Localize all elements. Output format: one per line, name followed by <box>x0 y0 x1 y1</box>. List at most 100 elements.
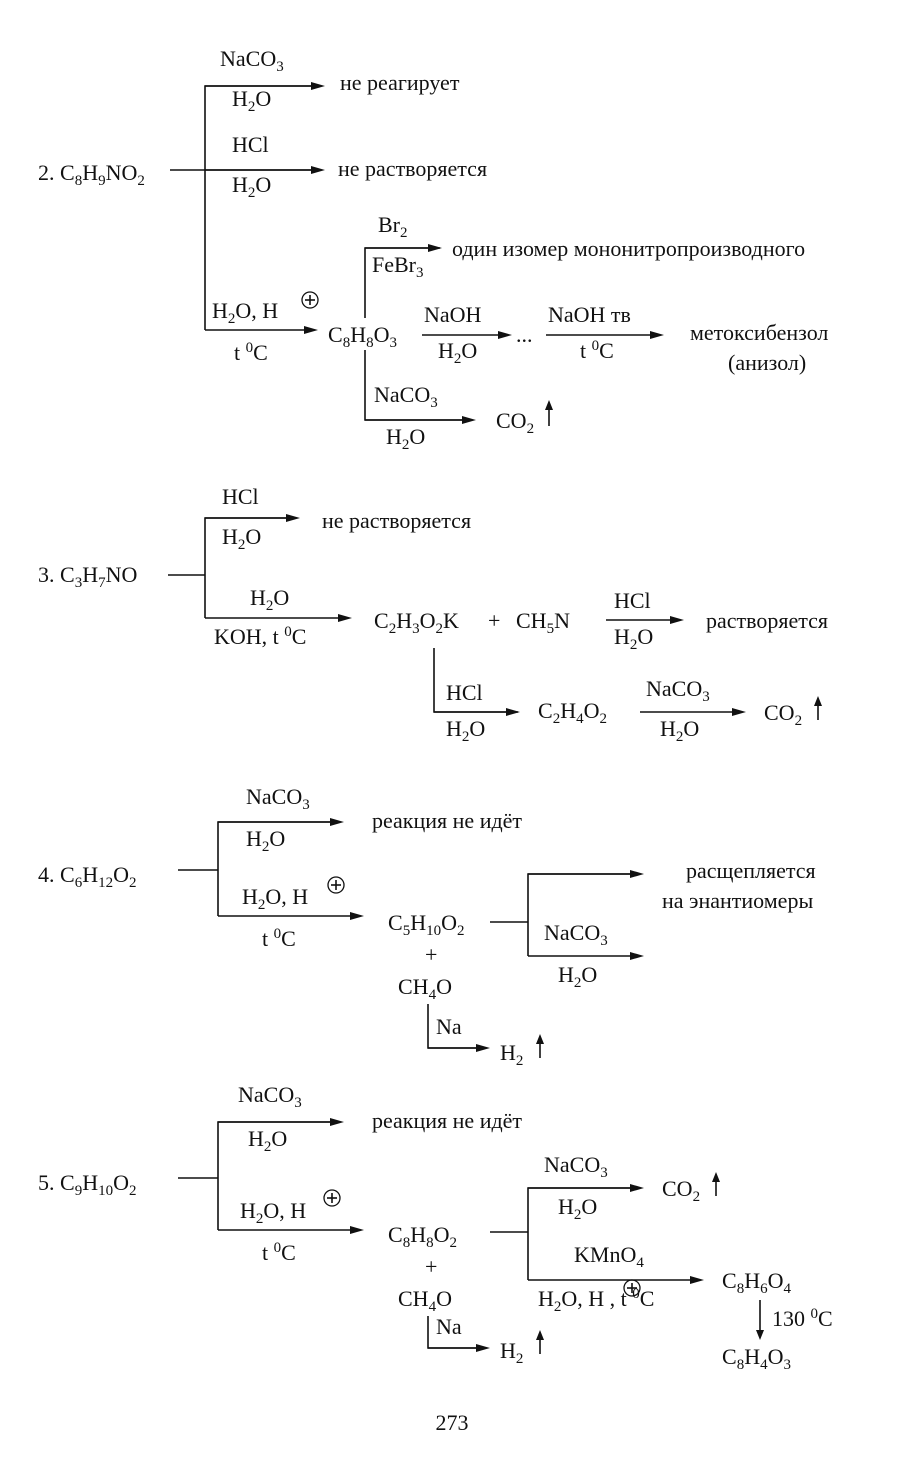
scheme-5-na-result: H2​ <box>500 1338 523 1367</box>
scheme-3-reagent-d-bottom: H2​O <box>446 716 485 745</box>
arrowhead-icon <box>330 1118 344 1126</box>
scheme-2-reagent-1-bottom: H2​O <box>232 86 271 115</box>
scheme-2-mid-reagent-1-bottom: H2​O <box>438 338 477 367</box>
scheme-3-reagent-c-bottom: H2​O <box>614 624 653 653</box>
scheme-4-na-result: H2​ <box>500 1040 523 1069</box>
scheme-3-reagent-d-top: HCl <box>446 680 483 705</box>
scheme-4-product-a: C5​H10​O2​ <box>388 910 464 939</box>
scheme-5-split-result-2: C8​H6​O4​ <box>722 1268 791 1297</box>
arrowhead-icon <box>428 244 442 252</box>
scheme-2-reagent-2-top: HCl <box>232 132 269 157</box>
arrowhead-icon <box>311 166 325 174</box>
scheme-3-start-compound: 3. C3​H7​NO <box>38 562 137 591</box>
scheme-2-result-1: не реагирует <box>340 70 460 95</box>
scheme-3-product-b: CH5​N <box>516 608 570 637</box>
scheme-5-heat-label: 130 0​C <box>772 1306 833 1331</box>
scheme-5-split-reagent-1-bottom: H2​O <box>558 1194 597 1223</box>
scheme-5-split-reagent-2-top: KMnO4​ <box>574 1242 644 1271</box>
scheme-2-ellipsis: ... <box>516 322 533 347</box>
down-arrow-icon <box>756 1330 764 1340</box>
scheme-5-product-a: C8​H8​O2​ <box>388 1222 457 1251</box>
scheme-3-reagent-e-top: NaCO3​ <box>646 676 710 705</box>
scheme-4-reagent-1-top: NaCO3​ <box>246 784 310 813</box>
scheme-2-reagent-2-bottom: H2​O <box>232 172 271 201</box>
scheme-lines <box>168 82 822 1354</box>
page-number: 273 <box>436 1410 469 1435</box>
arrowhead-icon <box>498 331 512 339</box>
scheme-2-result-2: не растворяется <box>338 156 487 181</box>
scheme-2-reagent-1-top: NaCO3​ <box>220 46 284 75</box>
scheme-labels: 2. C8​H9​NO2​NaCO3​H2​Oне реагируетHClH2… <box>38 46 833 1435</box>
arrowhead-icon <box>462 416 476 424</box>
scheme-3-reagent-c-top: HCl <box>614 588 651 613</box>
scheme-2-mid-result-line-2: (анизол) <box>728 350 806 375</box>
scheme-4-split-reagent-top: NaCO3​ <box>544 920 608 949</box>
up-arrow-icon <box>536 1330 544 1340</box>
scheme-5-split-reagent-2-bottom: H2​O, H , t 0​C <box>538 1286 654 1315</box>
arrowhead-icon <box>506 708 520 716</box>
arrowhead-icon <box>338 614 352 622</box>
arrowhead-icon <box>690 1276 704 1284</box>
scheme-5-reagent-2-bottom: t 0​C <box>262 1240 296 1265</box>
scheme-2-start-compound: 2. C8​H9​NO2​ <box>38 160 145 189</box>
scheme-2-down-reagent-bottom: H2​O <box>386 424 425 453</box>
scheme-3-reagent-1-bottom: H2​O <box>222 524 261 553</box>
scheme-5-na-reagent: Na <box>436 1314 462 1339</box>
scheme-3-product-a: C2​H3​O2​K <box>374 608 459 637</box>
up-arrow-icon <box>545 400 553 410</box>
scheme-4-split-reagent-bottom: H2​O <box>558 962 597 991</box>
scheme-4-split-result-line-1: расщепляется <box>686 858 816 883</box>
arrowhead-icon <box>330 818 344 826</box>
scheme-2-down-reagent-top: NaCO3​ <box>374 382 438 411</box>
arrowhead-icon <box>350 912 364 920</box>
scheme-4-result-1: реакция не идёт <box>372 808 522 833</box>
arrowhead-icon <box>650 331 664 339</box>
scheme-3-result-1: не растворяется <box>322 508 471 533</box>
arrowhead-icon <box>670 616 684 624</box>
arrowhead-icon <box>304 326 318 334</box>
scheme-5-reagent-1-bottom: H2​O <box>248 1126 287 1155</box>
scheme-3-reagent-2-top: H2​O <box>250 585 289 614</box>
scheme-3-reagent-1-top: HCl <box>222 484 259 509</box>
arrowhead-icon <box>732 708 746 716</box>
scheme-2-up-reagent-top: Br2​ <box>378 212 408 241</box>
h-plus-circle-icon <box>327 876 345 894</box>
scheme-4-na-reagent: Na <box>436 1014 462 1039</box>
scheme-4-reagent-1-bottom: H2​O <box>246 826 285 855</box>
scheme-2-intermediate: C8​H8​O3​ <box>328 322 397 351</box>
scheme-2-mid-result-line-1: метоксибензол <box>690 320 828 345</box>
h-plus-circle-icon <box>301 291 319 309</box>
scheme-2-reagent-3-top: H2​O, H <box>212 298 278 327</box>
scheme-3-reagent-e-bottom: H2​O <box>660 716 699 745</box>
up-arrow-icon <box>712 1172 720 1182</box>
arrowhead-icon <box>630 870 644 878</box>
scheme-5-split-reagent-1-top: NaCO3​ <box>544 1152 608 1181</box>
scheme-4-product-b: CH4​O <box>398 974 452 1003</box>
scheme-2-up-result: один изомер мононитропроизводного <box>452 236 805 261</box>
scheme-4-plus: + <box>425 942 437 967</box>
scheme-5-plus: + <box>425 1254 437 1279</box>
scheme-2-down-result: CO2​ <box>496 408 534 437</box>
arrowhead-icon <box>630 952 644 960</box>
scheme-5-split-result-1: CO2​ <box>662 1176 700 1205</box>
arrowhead-icon <box>476 1044 490 1052</box>
up-arrow-icon <box>814 696 822 706</box>
scheme-3-reagent-2-bottom: KOH, t 0​C <box>214 624 306 649</box>
scheme-5-reagent-2-top: H2​O, H <box>240 1198 306 1227</box>
scheme-2-up-reagent-bottom: FeBr3​ <box>372 252 424 281</box>
h-plus-circle-icon <box>323 1189 341 1207</box>
scheme-4-start-compound: 4. C6​H12​O2​ <box>38 862 136 891</box>
arrowhead-icon <box>350 1226 364 1234</box>
scheme-5-product-b: CH4​O <box>398 1286 452 1315</box>
scheme-2-reagent-3-bottom: t 0​C <box>234 340 268 365</box>
scheme-4-reagent-2-top: H2​O, H <box>242 884 308 913</box>
scheme-3-plus: + <box>488 608 500 633</box>
scheme-2-mid-reagent-2-bottom: t 0​C <box>580 338 614 363</box>
scheme-5-result-1: реакция не идёт <box>372 1108 522 1133</box>
up-arrow-icon <box>536 1034 544 1044</box>
h-plus-circle-icon <box>623 1279 641 1297</box>
arrowhead-icon <box>630 1184 644 1192</box>
scheme-5-start-compound: 5. C9​H10​O2​ <box>38 1170 136 1199</box>
arrowhead-icon <box>311 82 325 90</box>
